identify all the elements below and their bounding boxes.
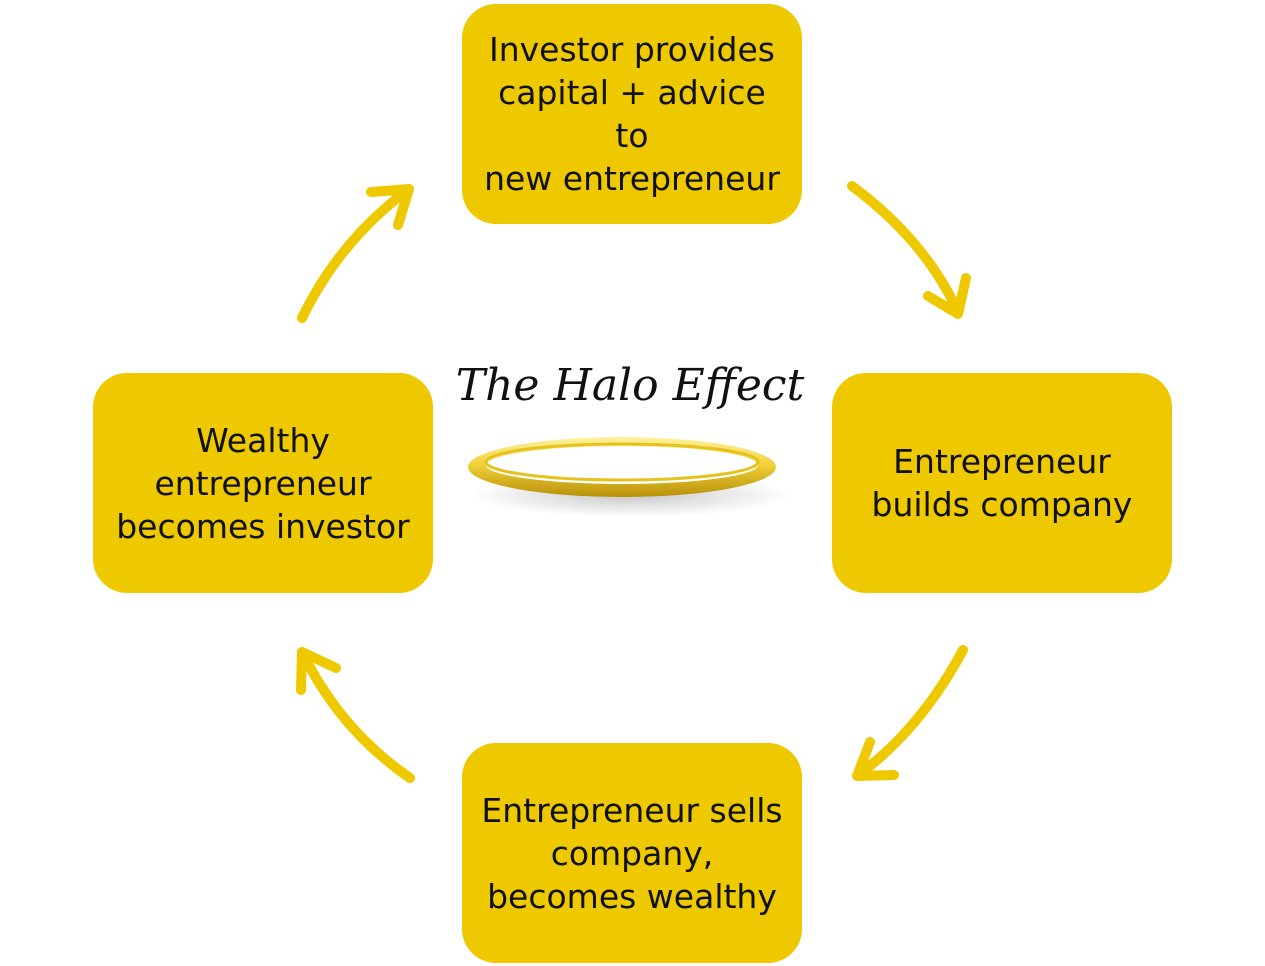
arrow-right-to-bottom xyxy=(852,645,968,781)
diagram-title: The Halo Effect xyxy=(455,360,805,411)
arrow-left-to-top xyxy=(297,184,414,323)
node-label: Wealthy entrepreneur becomes investor xyxy=(116,420,410,546)
arrow-top-to-right xyxy=(847,181,971,319)
node-label: Entrepreneur builds company xyxy=(871,442,1133,524)
node-label: Investor provides capital + advice to ne… xyxy=(484,30,780,198)
node-entrepreneur-builds-company: Entrepreneur builds company xyxy=(832,373,1172,593)
halo-ring-icon xyxy=(468,437,790,517)
node-label: Entrepreneur sells company, becomes weal… xyxy=(481,790,783,916)
arrow-bottom-to-left xyxy=(296,647,415,783)
node-investor-provides-capital: Investor provides capital + advice to ne… xyxy=(462,4,802,224)
node-wealthy-entrepreneur-investor: Wealthy entrepreneur becomes investor xyxy=(93,373,433,593)
node-entrepreneur-sells-company: Entrepreneur sells company, becomes weal… xyxy=(462,743,802,963)
